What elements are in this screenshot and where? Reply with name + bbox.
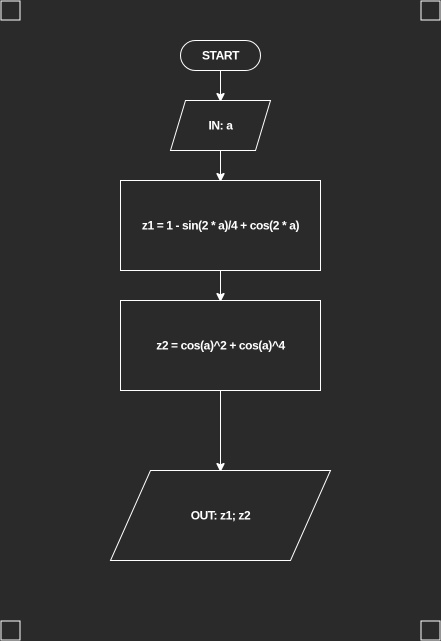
selection-handle-top-right[interactable]	[420, 0, 441, 21]
start-terminator-shape	[180, 40, 261, 71]
process-z2-shape	[120, 300, 321, 391]
output-parallelogram-shape	[109, 470, 332, 561]
selection-handle-bottom-right[interactable]	[420, 620, 441, 641]
process-z2-label: z2 = cos(a)^2 + cos(a)^4	[156, 339, 285, 353]
output-label: OUT: z1; z2	[191, 509, 251, 523]
input-parallelogram-shape	[169, 100, 272, 151]
input-node[interactable]: IN: a	[169, 100, 272, 151]
process-z1-shape	[120, 180, 321, 271]
selection-handle-top-left[interactable]	[0, 0, 21, 21]
process-z1-node[interactable]: z1 = 1 - sin(2 * a)/4 + cos(2 * a)	[120, 180, 321, 271]
start-label: START	[202, 49, 240, 63]
selection-handle-bottom-left[interactable]	[0, 620, 21, 641]
start-node[interactable]: START	[180, 40, 261, 71]
output-node[interactable]: OUT: z1; z2	[109, 470, 332, 561]
process-z2-node[interactable]: z2 = cos(a)^2 + cos(a)^4	[120, 300, 321, 391]
process-z1-label: z1 = 1 - sin(2 * a)/4 + cos(2 * a)	[142, 219, 300, 233]
input-label: IN: a	[208, 119, 233, 133]
